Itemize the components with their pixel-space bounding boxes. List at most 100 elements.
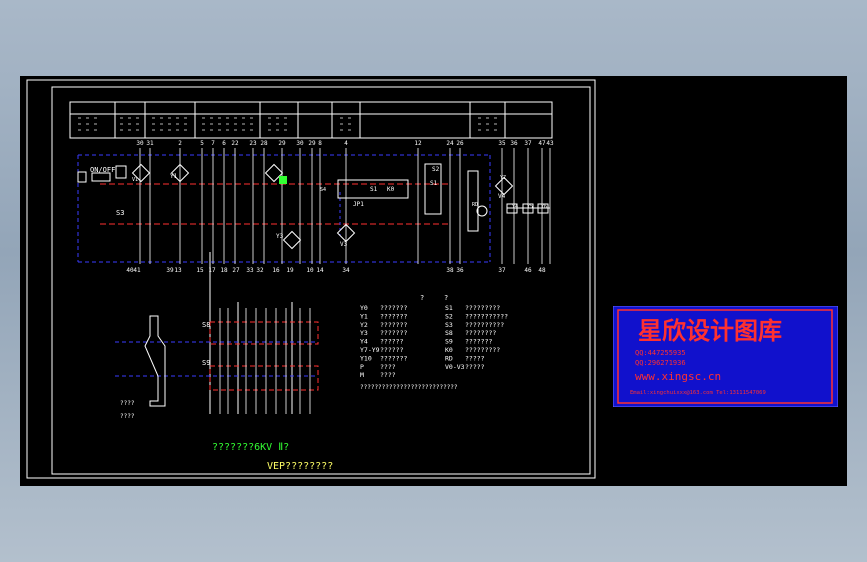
- label-v4: V4: [498, 193, 506, 200]
- column-number: 8: [318, 140, 322, 147]
- column-number: 28: [260, 140, 268, 147]
- bottom-number: 33: [246, 267, 254, 274]
- switch-section: [115, 252, 319, 414]
- components: [77, 163, 550, 250]
- label-s1: S1: [430, 180, 438, 187]
- motor-symbol: [476, 205, 488, 217]
- label-rd: RD: [472, 202, 478, 208]
- legend-text: ???????: [380, 329, 407, 337]
- legend-text: ??????: [380, 338, 404, 346]
- label-s9: S9: [202, 359, 210, 367]
- label-y4: Y4: [512, 204, 518, 210]
- legend-text: ??????????: [465, 321, 504, 329]
- bottom-number: 13: [174, 267, 182, 274]
- stamp-qq2: QQ:296271936: [635, 359, 686, 367]
- bottom-number: 27: [232, 267, 240, 274]
- legend-text: ???????: [380, 312, 407, 320]
- label-small1: ????: [120, 400, 135, 407]
- label-y7: Y7: [500, 175, 506, 181]
- bottom-number: 34: [342, 267, 350, 274]
- label-v1: V1: [132, 177, 138, 183]
- label-v3: V3: [340, 241, 348, 248]
- legend: Y0??????? Y1??????? Y2??????? Y3??????? Y4??…: [360, 304, 508, 391]
- legend-code: RD: [445, 354, 453, 362]
- label-s2: S2: [432, 166, 440, 173]
- green-indicator: [279, 176, 287, 184]
- relay-k0: [115, 165, 127, 179]
- bottom-number: 15: [196, 267, 204, 274]
- bottom-number: 16: [272, 267, 280, 274]
- column-number: 30: [296, 140, 304, 147]
- bottom-number: 46: [524, 267, 532, 274]
- legend-code: S2: [445, 312, 453, 320]
- title-line-2: VEP????????: [267, 461, 333, 472]
- legend-code: Y1: [360, 312, 368, 320]
- legend-text: ???????: [380, 354, 407, 362]
- terminal-block: [77, 171, 87, 183]
- legend-code: Y7-Y9: [360, 346, 380, 354]
- legend-code: S8: [445, 329, 453, 337]
- bottom-number: 32: [256, 267, 264, 274]
- s9-group: [209, 365, 319, 391]
- label-q1: ?: [420, 294, 424, 302]
- label-y3: Y3: [276, 233, 284, 240]
- legend-code: S1: [445, 304, 453, 312]
- motor-unit: [467, 170, 479, 232]
- legend-code: Y0: [360, 304, 368, 312]
- stamp-qq1: QQ:447255935: [635, 349, 686, 357]
- bottom-number: 39: [166, 267, 174, 274]
- legend-code: M: [360, 371, 364, 379]
- legend-code: Y2: [360, 321, 368, 329]
- vertical-wires: [139, 148, 551, 264]
- bridge-rectifier-v4: [494, 176, 514, 196]
- outer-frame: [26, 79, 596, 479]
- bottom-number: 14: [316, 267, 324, 274]
- legend-text: ???????: [465, 338, 492, 346]
- column-number: 5: [200, 140, 204, 147]
- label-y6: Y6: [541, 204, 547, 210]
- column-number: 26: [456, 140, 464, 147]
- bridge-rectifier-3: [264, 163, 284, 183]
- column-number: 35: [498, 140, 506, 147]
- legend-code: K0: [445, 346, 453, 354]
- bottom-number: 10: [306, 267, 314, 274]
- label-jp1: JP1: [353, 201, 364, 208]
- column-number: 43: [546, 140, 554, 147]
- bottom-number: 19: [286, 267, 294, 274]
- bridge-rectifier-2: [170, 163, 190, 183]
- stamp-bg: [613, 306, 838, 407]
- column-number: 29: [308, 140, 316, 147]
- legend-text: ???????: [380, 304, 407, 312]
- legend-text: ??????: [380, 346, 404, 354]
- column-number: 30: [136, 140, 144, 147]
- legend-code: Y3: [360, 329, 368, 337]
- label-s3: S3: [116, 209, 124, 217]
- label-s4: S4: [320, 187, 326, 193]
- title-line-1: ???????6KV Ⅱ?: [212, 442, 289, 453]
- label-small2: ????: [120, 413, 135, 420]
- bottom-number: 38: [446, 267, 454, 274]
- timer-relay: [424, 163, 442, 215]
- bottom-number: 18: [220, 267, 228, 274]
- bottom-number: 37: [498, 267, 506, 274]
- inner-frame: [51, 86, 591, 475]
- column-number: 12: [414, 140, 422, 147]
- column-number: 4: [344, 140, 348, 147]
- legend-text: ????????: [465, 329, 496, 337]
- control-unit-box: [337, 179, 409, 199]
- column-number: 36: [510, 140, 518, 147]
- legend-text: ????: [380, 371, 396, 379]
- legend-footer: ???????????????????????????: [360, 384, 458, 391]
- legend-text: ???????: [380, 321, 407, 329]
- bottom-number: 17: [208, 267, 216, 274]
- label-s1b: S1: [370, 186, 378, 193]
- label-y5: Y5: [527, 204, 533, 210]
- legend-code: Y4: [360, 338, 368, 346]
- bottom-number: 41: [133, 267, 141, 274]
- bottom-number: 36: [456, 267, 464, 274]
- column-number: 29: [278, 140, 286, 147]
- s8-group: [209, 321, 319, 345]
